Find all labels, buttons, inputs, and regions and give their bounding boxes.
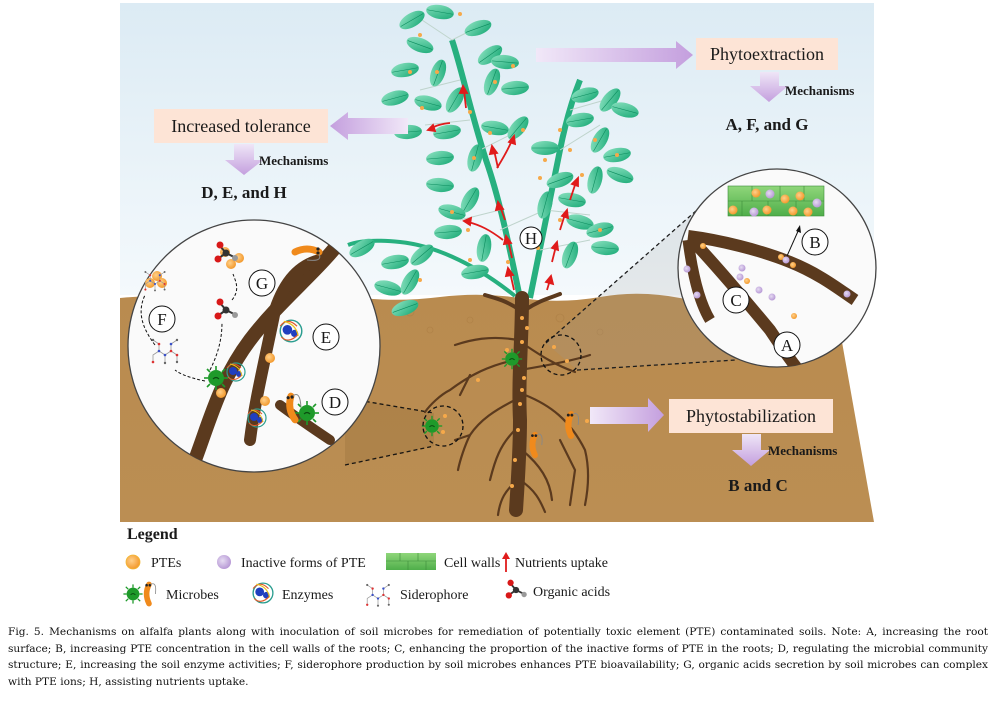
figure-caption-label: Fig. 5. [8, 626, 45, 638]
legend-label-inactive-pte: Inactive forms of PTE [241, 556, 366, 571]
organic-acid-icon [504, 578, 528, 600]
zoom-target-right [540, 334, 582, 376]
left-circle-letters: G F E D [148, 269, 349, 416]
red-arrow-icon [502, 552, 510, 572]
legend-label-microbes: Microbes [166, 588, 219, 603]
legend-label-organic-acids: Organic acids [533, 585, 610, 600]
zoom-circle-left: G F E D [127, 219, 381, 473]
legend-label-cell-walls: Cell walls [444, 556, 500, 571]
mechanisms-label-phytoextraction: Mechanisms [785, 83, 854, 98]
phytostabilization-label: Phytostabilization [686, 406, 816, 426]
down-arrow-tolerance [225, 144, 263, 175]
zoom-target-left [422, 405, 464, 447]
increased-tolerance-label: Increased tolerance [171, 116, 310, 136]
phytostabilization-mechanisms-result: B and C [728, 476, 788, 495]
phytoextraction-block: Phytoextraction Mechanisms A, F, and G [536, 38, 854, 134]
alfalfa-plant: H [346, 2, 641, 320]
legend-label-nutrients-uptake: Nutrients uptake [515, 556, 608, 571]
mechanism-f-letter: F [157, 310, 166, 329]
legend-label-enzymes: Enzymes [282, 588, 333, 603]
legend: Legend PTEs Inactive forms of PTE Cell w… [122, 526, 610, 608]
legend-item-organic-acids: Organic acids [504, 578, 610, 600]
increased-tolerance-block: Increased tolerance Mechanisms D, E, and… [154, 109, 408, 202]
zoom-cone-left [345, 398, 434, 465]
figure-caption-text: Mechanisms on alfalfa plants along with … [8, 626, 988, 688]
legend-label-ptes: PTEs [151, 556, 181, 571]
legend-item-nutrients-uptake: Nutrients uptake [502, 552, 608, 572]
legend-item-siderophore: Siderophore [365, 583, 468, 608]
mechanism-d-letter: D [329, 393, 341, 412]
right-circle-letters: B C A [722, 228, 829, 359]
down-arrow-phytoextraction [750, 72, 788, 102]
cell-wall-icon [386, 553, 436, 570]
cell-wall-inset [727, 185, 825, 217]
phytoextraction-mechanisms-result: A, F, and G [726, 115, 809, 134]
inactive-pte-dot-icon [217, 555, 231, 569]
phytostabilization-box [669, 399, 833, 433]
mechanism-c-letter: C [730, 291, 741, 310]
arrow-to-phytoextraction [536, 41, 693, 69]
legend-item-enzymes: Enzymes [252, 582, 333, 604]
legend-item-ptes: PTEs [125, 554, 181, 571]
pte-dots-roots [441, 316, 589, 488]
arrow-to-tolerance [330, 112, 408, 140]
mechanism-g-letter: G [256, 274, 268, 293]
legend-label-siderophore: Siderophore [400, 588, 468, 603]
siderophore-icon [365, 583, 391, 608]
pte-dots-plant [408, 12, 619, 282]
pte-dot-icon [125, 554, 141, 570]
nutrient-uptake-arrows [426, 83, 579, 291]
mechanisms-label-phytostabilization: Mechanisms [768, 443, 837, 458]
mechanism-h-letter: H [525, 229, 537, 248]
mechanism-e-letter: E [321, 328, 331, 347]
arrow-to-phytostabilization [590, 398, 664, 432]
mechanism-a-letter: A [781, 336, 794, 355]
zoom-circle-right: B C A [677, 168, 877, 368]
down-arrow-phytostabilization [732, 434, 770, 466]
legend-item-microbes: Microbes [122, 584, 219, 604]
mechanisms-label-tolerance: Mechanisms [259, 153, 328, 168]
mechanism-h-circle [519, 226, 543, 250]
legend-item-inactive-pte: Inactive forms of PTE [217, 555, 366, 571]
enzyme-icon [252, 582, 274, 604]
tolerance-mechanisms-result: D, E, and H [201, 183, 287, 202]
mechanism-b-letter: B [809, 233, 820, 252]
legend-item-cell-walls: Cell walls [386, 553, 500, 571]
phytostabilization-block: Phytostabilization Mechanisms B and C [590, 398, 837, 495]
increased-tolerance-box [154, 109, 328, 143]
phytoextraction-box [696, 38, 838, 70]
microbe-icon [122, 584, 155, 604]
figure-caption: Fig. 5. Mechanisms on alfalfa plants alo… [8, 624, 988, 690]
legend-title: Legend [127, 526, 178, 543]
phytoextraction-label: Phytoextraction [710, 44, 824, 64]
root-system [423, 291, 592, 517]
